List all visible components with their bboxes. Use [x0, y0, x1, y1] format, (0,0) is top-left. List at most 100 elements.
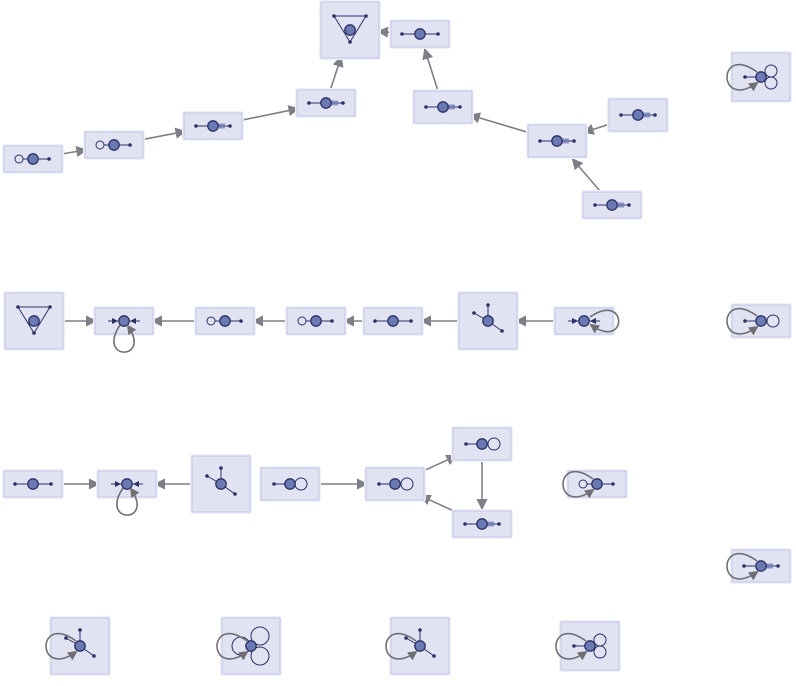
glyph-loop	[593, 645, 607, 659]
state-vertex	[755, 71, 767, 83]
state-node-a8	[526, 123, 588, 159]
vertex-dot	[418, 628, 422, 632]
state-node-a10	[581, 190, 643, 220]
vertex-dot	[330, 319, 334, 323]
state-vertex	[245, 640, 257, 652]
state-vertex	[27, 153, 39, 165]
vertex-dot	[404, 636, 408, 640]
vertex-dot	[373, 319, 377, 323]
self-loop-edge	[45, 633, 78, 661]
glyph-edge	[17, 306, 35, 334]
vertex-dot	[48, 305, 52, 309]
glyph-edge	[33, 306, 51, 334]
vertex-dot	[743, 75, 747, 79]
glyph-arrow	[590, 318, 596, 324]
self-loop-edge	[726, 308, 759, 336]
vertex-dot	[432, 654, 436, 658]
state-node-b6	[457, 291, 519, 351]
vertex-dot	[653, 113, 657, 117]
vertex-dot	[472, 311, 476, 315]
vertex-dot	[341, 101, 345, 105]
state-node-c2	[96, 469, 158, 516]
state-vertex	[584, 640, 596, 652]
vertex-dot	[742, 564, 746, 568]
state-node-b2	[93, 306, 155, 353]
glyph-edge	[333, 15, 351, 43]
state-vertex	[207, 120, 219, 132]
vertex-dot	[307, 101, 311, 105]
vertex-dot	[32, 331, 36, 335]
vertex-dot	[627, 203, 631, 207]
vertex-dot	[78, 628, 82, 632]
glyph-loop	[766, 314, 780, 328]
state-node-a6	[389, 19, 451, 49]
state-node-b4	[285, 306, 347, 336]
state-node-b3	[194, 306, 256, 336]
vertex-dot	[13, 482, 17, 486]
state-vertex	[482, 315, 494, 327]
self-loop-edge	[589, 309, 620, 334]
state-node-a7	[412, 89, 474, 125]
state-vertex	[121, 478, 133, 490]
vertex-dot	[205, 474, 209, 478]
state-vertex	[284, 478, 296, 490]
state-vertex	[320, 97, 332, 109]
self-loop-edge	[726, 64, 759, 92]
state-node-c6	[451, 426, 513, 462]
state-node-f2	[216, 616, 282, 676]
state-node-e1	[726, 51, 792, 103]
state-vertex	[476, 518, 488, 530]
glyph-loop	[250, 626, 270, 646]
state-node-c3	[190, 454, 252, 514]
state-node-e3	[726, 548, 792, 584]
vertex-dot	[424, 105, 428, 109]
vertex-dot	[458, 105, 462, 109]
vertex-dot	[436, 32, 440, 36]
state-node-c7	[451, 509, 513, 539]
state-vertex	[389, 478, 401, 490]
state-node-c5	[364, 466, 426, 502]
vertex-dot	[464, 442, 468, 446]
glyph-loop	[250, 646, 270, 666]
state-node-a1	[2, 144, 64, 174]
state-node-a4	[295, 88, 357, 118]
glyph-loop	[764, 76, 778, 90]
state-vertex	[108, 139, 120, 151]
vertex-dot	[233, 492, 237, 496]
node-box	[50, 617, 110, 675]
vertex-dot	[593, 203, 597, 207]
vertex-dot	[619, 113, 623, 117]
state-vertex	[755, 315, 767, 327]
state-vertex	[591, 478, 603, 490]
glyph-loop	[400, 477, 414, 491]
state-vertex	[578, 315, 590, 327]
state-node-d1	[562, 469, 628, 499]
state-vertex	[414, 28, 426, 40]
state-node-f3	[385, 616, 451, 676]
vertex-dot	[377, 482, 381, 486]
vertex-dot	[228, 124, 232, 128]
vertex-dot	[400, 32, 404, 36]
glyph-edge	[349, 15, 367, 43]
state-vertex	[437, 101, 449, 113]
vertex-dot	[776, 564, 780, 568]
vertex-dot	[332, 14, 336, 18]
self-loop-edge	[216, 633, 249, 661]
glyph-arrow	[130, 318, 136, 324]
state-vertex	[414, 640, 426, 652]
state-vertex	[606, 199, 618, 211]
state-vertex	[310, 315, 322, 327]
vertex-dot	[92, 654, 96, 658]
vertex-dot	[348, 40, 352, 44]
state-vertex	[387, 315, 399, 327]
state-vertex	[27, 478, 39, 490]
vertex-dot	[128, 143, 132, 147]
self-loop-edge	[555, 633, 588, 661]
self-loop-edge	[113, 324, 137, 353]
state-node-a5	[319, 0, 381, 60]
state-vertex	[632, 109, 644, 121]
vertex-dot	[463, 522, 467, 526]
state-node-c4	[259, 466, 321, 502]
glyph-loop	[487, 437, 501, 451]
